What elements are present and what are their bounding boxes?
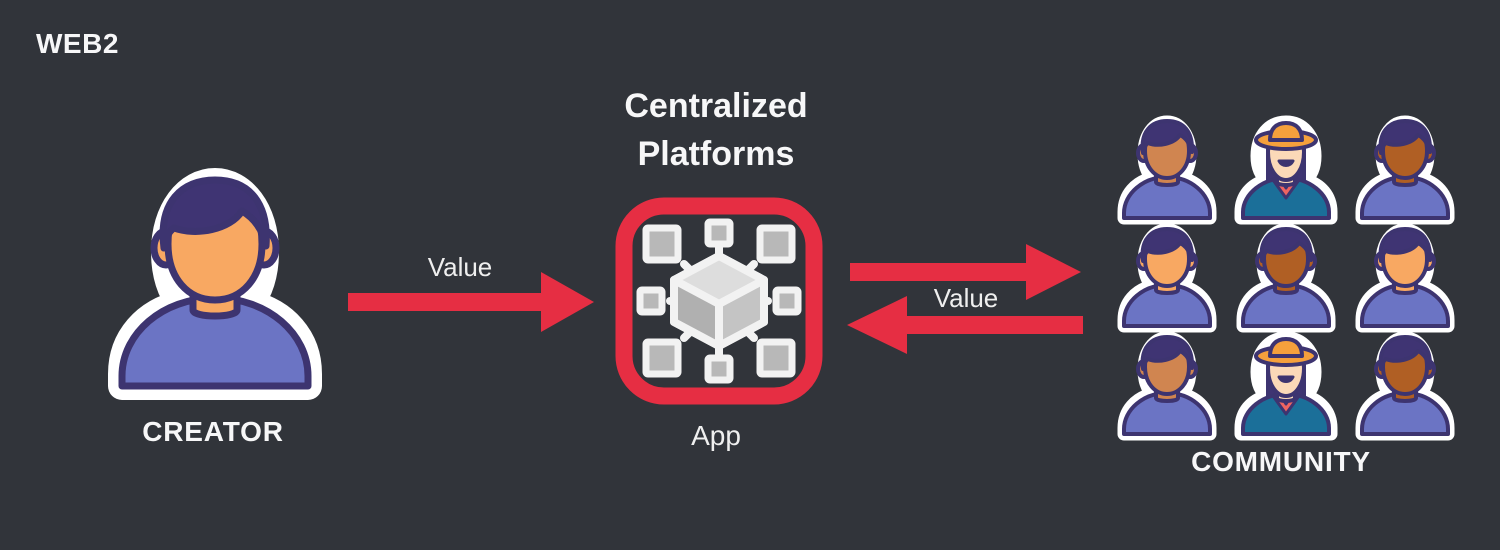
community-avatar-1 xyxy=(1117,115,1217,225)
community-avatar-9 xyxy=(1355,331,1455,441)
platform-title-line2: Platforms xyxy=(637,135,795,174)
community-avatar-5 xyxy=(1236,223,1336,333)
community-avatar-7 xyxy=(1117,331,1217,441)
community-avatar-6 xyxy=(1355,223,1455,333)
page-title: WEB2 xyxy=(36,28,119,59)
community-avatar-8 xyxy=(1234,331,1338,441)
app-caption: App xyxy=(691,420,741,451)
flow-creator-to-platform-arrow xyxy=(348,272,594,332)
flow-community-to-platform-arrow xyxy=(847,296,1083,354)
flow-label-value-right: Value xyxy=(933,283,999,313)
community-avatar-4 xyxy=(1117,223,1217,333)
platform-title: Centralized Platforms xyxy=(540,82,892,179)
creator-label: CREATOR xyxy=(142,416,284,447)
community-label: COMMUNITY xyxy=(1191,446,1371,477)
flow-platform-to-community-arrow xyxy=(850,244,1081,300)
platform-title-line1: Centralized xyxy=(624,87,808,125)
community-avatar-2 xyxy=(1234,115,1338,225)
community-avatar-3 xyxy=(1355,115,1455,225)
flow-label-value-left: Value xyxy=(427,252,493,282)
